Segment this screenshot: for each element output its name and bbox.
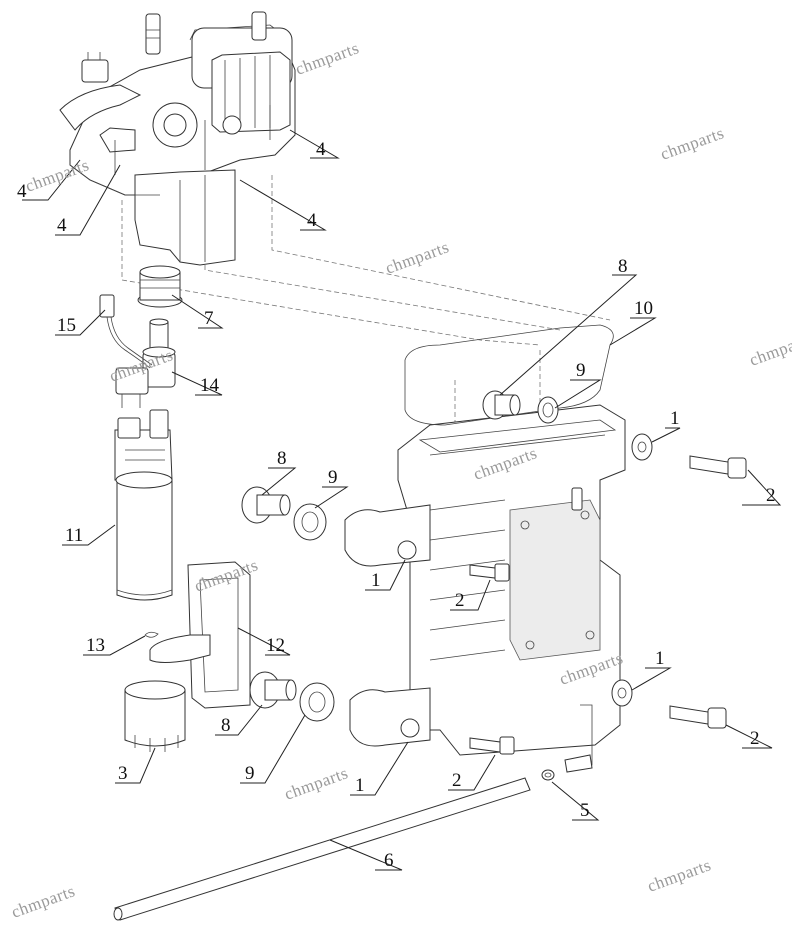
callout-4: 4 bbox=[57, 215, 67, 236]
callout-2: 2 bbox=[455, 590, 465, 611]
callout-13: 13 bbox=[86, 635, 105, 656]
part-7-grommet bbox=[137, 265, 183, 308]
callout-9: 9 bbox=[245, 763, 255, 784]
callout-2: 2 bbox=[766, 485, 776, 506]
callout-3: 3 bbox=[118, 763, 128, 784]
callout-10: 10 bbox=[634, 298, 653, 319]
main-separator-body bbox=[344, 404, 626, 769]
fuel-fitting bbox=[564, 754, 593, 773]
part-13-clip bbox=[144, 631, 159, 638]
watermark-text: chmparts bbox=[747, 329, 792, 370]
callout-leaders bbox=[22, 129, 782, 871]
part-2-bolt-lower bbox=[469, 736, 515, 755]
part-9-seal-upper bbox=[537, 396, 559, 424]
watermark-text: chmparts bbox=[645, 855, 714, 896]
callout-15: 15 bbox=[57, 315, 76, 336]
callout-8: 8 bbox=[618, 256, 628, 277]
part-5-clamp bbox=[541, 769, 555, 781]
part-6-hose bbox=[113, 777, 531, 921]
watermark-text: chmparts bbox=[23, 155, 92, 196]
part-10-gasket bbox=[404, 324, 614, 426]
watermark-text: chmparts bbox=[658, 123, 727, 164]
callout-9: 9 bbox=[576, 360, 586, 381]
part-11-fuel-pump bbox=[114, 409, 173, 601]
callout-1: 1 bbox=[655, 648, 665, 669]
callout-6: 6 bbox=[384, 850, 394, 871]
callout-14: 14 bbox=[200, 375, 220, 396]
watermark-text: chmparts bbox=[383, 237, 452, 278]
part-14-sleeve bbox=[142, 318, 176, 388]
callout-12: 12 bbox=[266, 635, 285, 656]
part-8-grommet-upper bbox=[482, 390, 521, 420]
callout-9: 9 bbox=[328, 467, 338, 488]
callout-1: 1 bbox=[670, 408, 680, 429]
callout-2: 2 bbox=[750, 728, 760, 749]
callout-8: 8 bbox=[277, 448, 287, 469]
callout-1: 1 bbox=[355, 775, 365, 796]
callout-1: 1 bbox=[371, 570, 381, 591]
callout-4: 4 bbox=[316, 139, 326, 160]
part-2-bolt-middle bbox=[469, 563, 510, 582]
watermark-text: chmparts bbox=[9, 881, 78, 922]
part-9-seal-middle bbox=[293, 503, 327, 541]
part-12-bracket bbox=[149, 561, 251, 709]
part-1-washer-lower-right bbox=[611, 679, 633, 707]
part-8-grommet-lower bbox=[249, 671, 297, 709]
part-2-bolt-lower-right bbox=[669, 705, 727, 729]
callout-11: 11 bbox=[65, 525, 83, 546]
part-1-washer-upper-right bbox=[631, 433, 653, 461]
vapor-separator-cover-assembly bbox=[59, 11, 296, 266]
callout-4: 4 bbox=[307, 210, 317, 231]
part-8-grommet-middle bbox=[241, 486, 291, 524]
callout-8: 8 bbox=[221, 715, 231, 736]
callout-5: 5 bbox=[580, 800, 590, 821]
callout-labels: 4 4 4 4 8 10 7 15 14 9 1 2 8 9 11 1 2 12… bbox=[17, 139, 776, 871]
part-9-seal-lower bbox=[299, 682, 335, 722]
callout-2: 2 bbox=[452, 770, 462, 791]
callout-7: 7 bbox=[204, 308, 214, 329]
part-3-filter bbox=[124, 680, 186, 752]
part-2-bolt-upper-right bbox=[689, 455, 747, 479]
callout-4: 4 bbox=[17, 181, 27, 202]
watermark-text: chmparts bbox=[293, 38, 362, 79]
watermark-text: chmparts bbox=[282, 763, 351, 804]
